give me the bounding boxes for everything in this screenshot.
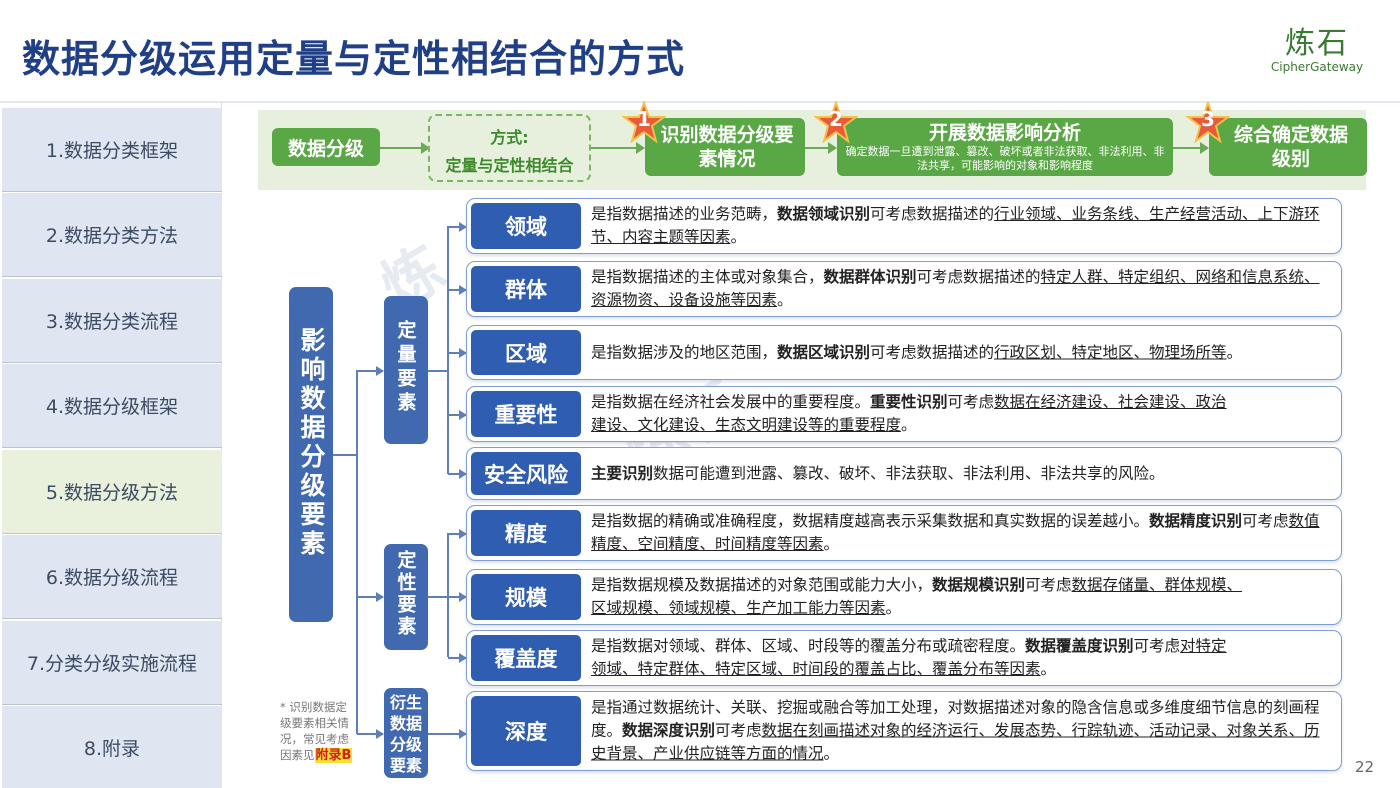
qual-factor-box: 定性要素 xyxy=(384,544,428,650)
flow-method-box: 方式: 定量与定性相结合 xyxy=(428,114,591,182)
factor-desc: 是指数据描述的业务范畴，数据领域识别可考虑数据描述的行业领域、业务条线、生产经营… xyxy=(591,205,1320,246)
flow-start-box: 数据分级 xyxy=(272,128,380,166)
factor-row-region: 区域 是指数据涉及的地区范围，数据区域识别可考虑数据描述的行政区划、特定地区、物… xyxy=(466,325,1342,380)
step2-number: 2 xyxy=(829,107,843,131)
page-title: 数据分级运用定量与定性相结合的方式 xyxy=(22,37,686,81)
connector-arrow xyxy=(357,366,384,376)
flow-step3-box: 综合确定数据级别 xyxy=(1209,118,1367,176)
connector-arrow xyxy=(357,592,384,602)
sidebar-item-8[interactable]: 8.附录 xyxy=(2,706,222,788)
page-number: 22 xyxy=(1355,758,1375,776)
factor-desc: 是指数据的精确或准确程度，数据精度越高表示采集数据和真实数据的误差越小。数据精度… xyxy=(591,512,1320,553)
connector-arrow xyxy=(448,592,467,602)
step3-star-icon: 3 xyxy=(1185,100,1231,145)
factor-desc: 是指数据涉及的地区范围，数据区域识别可考虑数据描述的行政区划、特定地区、物理场所… xyxy=(591,343,1243,361)
factor-label: 精度 xyxy=(471,510,581,556)
factor-desc: 是指数据描述的主体或对象集合，数据群体识别可考虑数据描述的特定人群、特定组织、网… xyxy=(591,268,1320,309)
factor-desc: 主要识别数据可能遭到泄露、篡改、破坏、非法获取、非法利用、非法共享的风险。 xyxy=(591,464,1165,482)
factor-row-risk: 安全风险 主要识别数据可能遭到泄露、篡改、破坏、非法获取、非法利用、非法共享的风… xyxy=(466,447,1342,500)
connector-arrow xyxy=(448,222,467,232)
sidebar-item-7[interactable]: 7.分类分级实施流程 xyxy=(2,621,222,705)
factor-row-scale: 规模 是指数据规模及数据描述的对象范围或能力大小，数据规模识别可考虑数据存储量、… xyxy=(466,569,1342,625)
sidebar-item-3[interactable]: 3.数据分类流程 xyxy=(2,279,222,363)
factor-label: 覆盖度 xyxy=(471,635,581,681)
flow-band xyxy=(258,110,1366,190)
flow-step2-desc: 确定数据一旦遭到泄露、篡改、破坏或者非法获取、非法利用、非法共享，可能影响的对象… xyxy=(845,145,1165,172)
step1-star-icon: 1 xyxy=(621,100,667,145)
factor-desc: 是指通过数据统计、关联、挖掘或融合等加工处理，对数据描述对象的隐含信息或多维度细… xyxy=(591,698,1320,763)
sidebar-item-6[interactable]: 6.数据分级流程 xyxy=(2,535,222,619)
connector-line xyxy=(333,454,357,456)
sidebar-nav: 1.数据分类框架 2.数据分类方法 3.数据分类流程 4.数据分级框架 5.数据… xyxy=(0,103,222,788)
flow-arrow xyxy=(591,142,645,154)
factor-row-depth: 深度 是指通过数据统计、关联、挖掘或融合等加工处理，对数据描述对象的隐含信息或多… xyxy=(466,691,1342,771)
connector-line xyxy=(428,370,448,372)
step2-star-icon: 2 xyxy=(813,100,859,145)
step1-number: 1 xyxy=(637,107,651,131)
sidebar-item-4[interactable]: 4.数据分级框架 xyxy=(2,364,222,448)
flow-method-title: 方式: xyxy=(490,128,529,147)
flow-arrow xyxy=(1173,142,1209,154)
connector-line xyxy=(356,370,358,734)
flow-method-value: 定量与定性相结合 xyxy=(445,156,574,175)
factor-label: 领域 xyxy=(471,203,581,249)
step3-number: 3 xyxy=(1201,107,1215,131)
connector-arrow xyxy=(448,410,467,420)
flow-arrow xyxy=(805,142,837,154)
brand-logo: 炼石 CipherGateway xyxy=(1262,18,1372,74)
tree-root-label: 影响数据分级要素 xyxy=(297,327,326,559)
factor-label: 群体 xyxy=(471,266,581,312)
sidebar-item-2[interactable]: 2.数据分类方法 xyxy=(2,193,222,277)
logo-cn-text: 炼石 xyxy=(1285,26,1349,61)
factor-label: 安全风险 xyxy=(471,452,581,495)
quant-factor-label: 定量要素 xyxy=(394,320,417,416)
flow-arrow xyxy=(380,142,430,154)
flow-step2-box: 开展数据影响分析 确定数据一旦遭到泄露、篡改、破坏或者非法获取、非法利用、非法共… xyxy=(837,118,1173,176)
quant-factor-box: 定量要素 xyxy=(384,296,428,444)
connector-arrow xyxy=(448,348,467,358)
appendix-b-link[interactable]: 附录B xyxy=(314,748,353,763)
factor-row-importance: 重要性 是指数据在经济社会发展中的重要程度。重要性识别可考虑数据在经济建设、社会… xyxy=(466,386,1342,442)
factor-label: 深度 xyxy=(471,696,581,766)
factor-label: 规模 xyxy=(471,574,581,620)
connector-arrow xyxy=(357,729,384,739)
factor-desc: 是指数据规模及数据描述的对象范围或能力大小，数据规模识别可考虑数据存储量、群体规… xyxy=(591,576,1243,617)
connector-line xyxy=(428,596,448,598)
factor-label: 区域 xyxy=(471,330,581,375)
sidebar-item-1[interactable]: 1.数据分类框架 xyxy=(2,108,222,192)
header-divider xyxy=(0,101,1400,103)
flow-step2-title: 开展数据影响分析 xyxy=(928,122,1081,144)
derived-factor-box: 衍生数据分级要素 xyxy=(384,688,428,778)
connector-arrow xyxy=(448,469,467,479)
qual-factor-label: 定性要素 xyxy=(394,550,417,638)
factor-row-precision: 精度 是指数据的精确或准确程度，数据精度越高表示采集数据和真实数据的误差越小。数… xyxy=(466,505,1342,561)
flow-step1-box: 识别数据分级要素情况 xyxy=(645,118,805,176)
factor-row-group: 群体 是指数据描述的主体或对象集合，数据群体识别可考虑数据描述的特定人群、特定组… xyxy=(466,261,1342,317)
factor-desc: 是指数据对领域、群体、区域、时段等的覆盖分布或疏密程度。数据覆盖度识别可考虑对特… xyxy=(591,637,1227,678)
connector-line xyxy=(447,226,449,474)
connector-arrow xyxy=(448,529,467,539)
logo-en-text: CipherGateway xyxy=(1270,60,1364,74)
connector-line xyxy=(447,533,449,657)
connector-arrow xyxy=(448,285,467,295)
tree-root-box: 影响数据分级要素 xyxy=(289,287,333,622)
factor-row-domain: 领域 是指数据描述的业务范畴，数据领域识别可考虑数据描述的行业领域、业务条线、生… xyxy=(466,198,1342,254)
factor-row-coverage: 覆盖度 是指数据对领域、群体、区域、时段等的覆盖分布或疏密程度。数据覆盖度识别可… xyxy=(466,630,1342,686)
connector-arrow xyxy=(428,729,467,739)
factor-desc: 是指数据在经济社会发展中的重要程度。重要性识别可考虑数据在经济建设、社会建设、政… xyxy=(591,393,1227,434)
factor-label: 重要性 xyxy=(471,391,581,437)
footnote: * 识别数据定级要素相关情况，常见考虑因素见附录B xyxy=(280,700,353,763)
connector-arrow xyxy=(448,653,467,663)
sidebar-item-5[interactable]: 5.数据分级方法 xyxy=(2,450,222,534)
